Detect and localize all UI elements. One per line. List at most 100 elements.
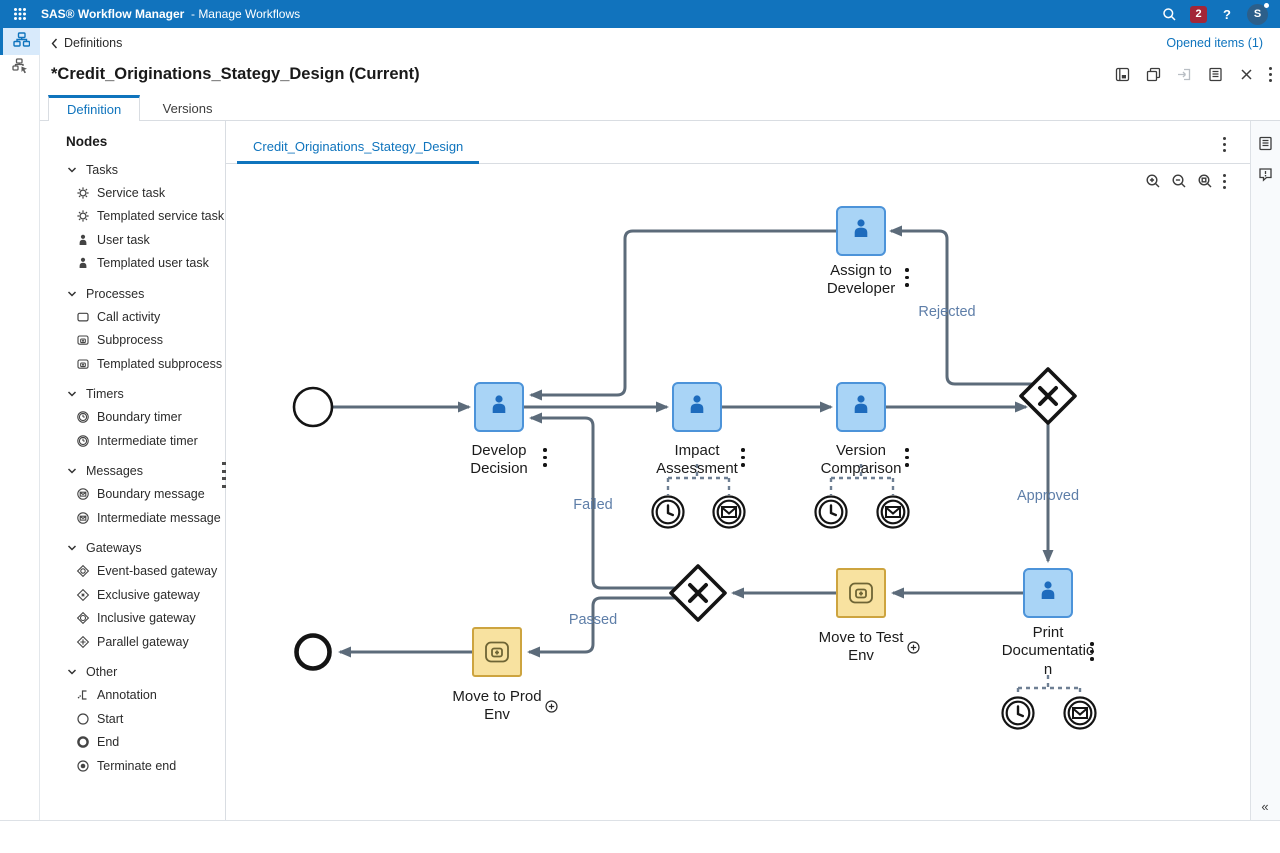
- apps-grid-icon[interactable]: [13, 7, 27, 21]
- boundary-timer[interactable]: [1001, 696, 1035, 730]
- more-options-icon[interactable]: [1269, 67, 1272, 82]
- node-menu-icon[interactable]: [543, 448, 547, 467]
- subprocess-icon: [75, 333, 90, 348]
- app-bar: SAS® Workflow Manager - Manage Workflows…: [0, 0, 1280, 28]
- inclusive-gateway-icon: [75, 611, 90, 626]
- terminate-end-icon: [75, 758, 90, 773]
- properties-icon[interactable]: [1207, 66, 1224, 83]
- rail-item-running-workflows[interactable]: [0, 55, 40, 82]
- left-rail: »: [0, 28, 40, 853]
- sidebar-item-start[interactable]: Start: [66, 707, 225, 731]
- sidebar-item-user-task[interactable]: User task: [66, 228, 225, 252]
- section-gateways[interactable]: Gateways: [66, 537, 225, 560]
- section-other[interactable]: Other: [66, 661, 225, 684]
- node-label-develop-decision: Develop Decision: [470, 442, 528, 478]
- edge-passed: [527, 596, 676, 658]
- section-timers[interactable]: Timers: [66, 383, 225, 406]
- gear-icon: [75, 209, 90, 224]
- end-event[interactable]: [294, 633, 332, 671]
- node-menu-icon[interactable]: [741, 448, 745, 467]
- event-gateway-icon: [75, 564, 90, 579]
- message-icon: [75, 487, 90, 502]
- sidebar-item-boundary-message[interactable]: Boundary message: [66, 483, 225, 507]
- collapse-right-panel-chevrons[interactable]: «: [1261, 799, 1269, 814]
- sidebar-item-exclusive-gateway[interactable]: Exclusive gateway: [66, 583, 225, 607]
- close-icon[interactable]: [1238, 66, 1255, 83]
- boundary-message[interactable]: [1063, 696, 1097, 730]
- sidebar-item-parallel-gateway[interactable]: Parallel gateway: [66, 630, 225, 654]
- node-menu-icon[interactable]: [1090, 642, 1094, 661]
- zoom-in-icon[interactable]: [1145, 173, 1162, 190]
- promote-icon[interactable]: [1176, 66, 1193, 83]
- subprocess-expand-icon[interactable]: [907, 641, 920, 659]
- end-event-icon: [75, 735, 90, 750]
- node-menu-icon[interactable]: [905, 448, 909, 467]
- panel-resize-handle[interactable]: [222, 462, 229, 488]
- message-icon: [75, 510, 90, 525]
- edge-rejected: [889, 225, 1033, 386]
- boundary-message[interactable]: [876, 495, 910, 529]
- section-tasks[interactable]: Tasks: [66, 158, 225, 181]
- sidebar-item-intermediate-message[interactable]: Intermediate message: [66, 506, 225, 530]
- edge-label-failed: Failed: [573, 497, 613, 513]
- edge-assign-to-develop: [529, 229, 837, 401]
- node-label-move-test: Move to Test Env: [818, 629, 904, 665]
- node-label-assign-developer: Assign to Developer: [826, 262, 896, 298]
- help-icon[interactable]: ?: [1223, 6, 1231, 22]
- comments-icon[interactable]: [1257, 166, 1274, 183]
- sidebar-item-intermediate-timer[interactable]: Intermediate timer: [66, 429, 225, 453]
- annotation-icon: [75, 688, 90, 703]
- person-icon: [75, 232, 90, 247]
- sidebar-item-templated-subprocess[interactable]: Templated subprocess: [66, 352, 225, 376]
- zoom-out-icon[interactable]: [1171, 173, 1188, 190]
- tab-definition[interactable]: Definition: [48, 95, 141, 122]
- chevron-down-icon: [67, 545, 77, 551]
- section-messages[interactable]: Messages: [66, 460, 225, 483]
- opened-items-link[interactable]: Opened items (1): [1166, 36, 1263, 50]
- page-title: *Credit_Originations_Stategy_Design (Cur…: [51, 65, 420, 83]
- section-processes[interactable]: Processes: [66, 282, 225, 305]
- start-event-icon: [75, 711, 90, 726]
- activate-icon[interactable]: [1114, 66, 1131, 83]
- nodes-panel: Nodes Tasks Service task Templated servi…: [40, 121, 226, 820]
- breadcrumb[interactable]: Definitions: [51, 36, 122, 50]
- zoom-menu-icon[interactable]: [1223, 174, 1226, 189]
- sidebar-item-end[interactable]: End: [66, 731, 225, 755]
- sidebar-item-annotation[interactable]: Annotation: [66, 684, 225, 708]
- start-event[interactable]: [292, 386, 334, 428]
- timer-icon: [75, 410, 90, 425]
- sidebar-item-service-task[interactable]: Service task: [66, 181, 225, 205]
- avatar[interactable]: S: [1247, 2, 1269, 25]
- canvas-tab-row: Credit_Originations_Stategy_Design: [226, 121, 1250, 164]
- boundary-timer[interactable]: [814, 495, 848, 529]
- canvas-tab[interactable]: Credit_Originations_Stategy_Design: [237, 131, 480, 164]
- workflow-diagram: [292, 206, 1097, 730]
- search-icon[interactable]: [1161, 6, 1178, 23]
- breadcrumb-row: Definitions Opened items (1): [40, 28, 1280, 58]
- tabs-row: Definition Versions: [40, 94, 1280, 122]
- sidebar-item-boundary-timer[interactable]: Boundary timer: [66, 406, 225, 430]
- sidebar-item-templated-service-task[interactable]: Templated service task: [66, 205, 225, 229]
- rail-item-workflow-definitions[interactable]: [0, 28, 40, 55]
- boundary-message[interactable]: [712, 495, 746, 529]
- diagram-canvas[interactable]: Credit_Originations_Stategy_Design: [226, 121, 1250, 820]
- right-rail: «: [1250, 121, 1280, 820]
- workflow-diagram-icon: [13, 31, 31, 52]
- sidebar-item-terminate-end[interactable]: Terminate end: [66, 754, 225, 778]
- sidebar-item-templated-user-task[interactable]: Templated user task: [66, 252, 225, 276]
- sidebar-item-call-activity[interactable]: Call activity: [66, 305, 225, 329]
- canvas-tab-menu-icon[interactable]: [1223, 137, 1226, 152]
- node-menu-icon[interactable]: [905, 268, 909, 287]
- sidebar-item-inclusive-gateway[interactable]: Inclusive gateway: [66, 607, 225, 631]
- sidebar-item-event-based-gateway[interactable]: Event-based gateway: [66, 560, 225, 584]
- tab-versions[interactable]: Versions: [162, 101, 213, 116]
- sidebar-item-subprocess[interactable]: Subprocess: [66, 329, 225, 353]
- notifications-badge[interactable]: 2: [1190, 5, 1207, 23]
- zoom-fit-icon[interactable]: [1197, 173, 1214, 190]
- title-row: *Credit_Originations_Stategy_Design (Cur…: [40, 58, 1280, 94]
- boundary-timer[interactable]: [651, 495, 685, 529]
- properties-panel-icon[interactable]: [1257, 135, 1274, 152]
- copy-icon[interactable]: [1145, 66, 1162, 83]
- subprocess-expand-icon[interactable]: [545, 700, 558, 718]
- node-label-impact-assessment: Impact Assessment: [656, 442, 738, 478]
